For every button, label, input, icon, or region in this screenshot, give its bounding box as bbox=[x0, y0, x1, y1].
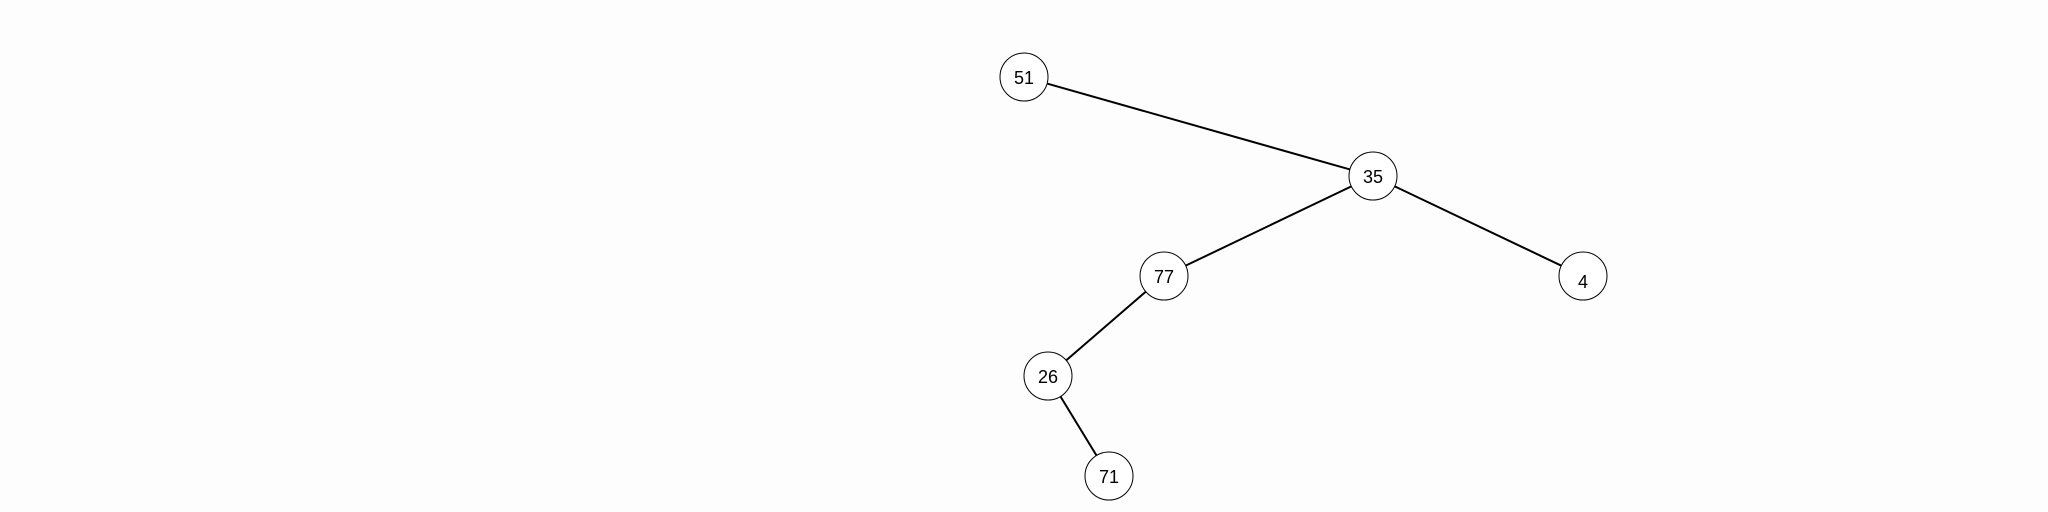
tree-node-77: 77 bbox=[1139, 251, 1189, 301]
edges-layer bbox=[1046, 82, 1562, 457]
tree-edge-51-35 bbox=[1046, 82, 1351, 171]
node-label: 71 bbox=[1099, 467, 1119, 487]
node-label: 4 bbox=[1578, 272, 1588, 292]
tree-edge-77-26 bbox=[1065, 290, 1147, 362]
node-circle bbox=[1084, 451, 1134, 501]
tree-node-26: 26 bbox=[1023, 351, 1073, 401]
node-circle bbox=[1139, 251, 1189, 301]
tree-node-35: 35 bbox=[1348, 151, 1398, 201]
tree-node-51: 51 bbox=[999, 52, 1049, 102]
node-label: 51 bbox=[1014, 68, 1034, 88]
node-circle bbox=[999, 52, 1049, 102]
tree-node-4: 4 bbox=[1558, 251, 1608, 301]
tree-edge-35-4 bbox=[1394, 185, 1562, 267]
node-circle bbox=[1023, 351, 1073, 401]
node-label: 77 bbox=[1154, 267, 1174, 287]
tree-edge-26-71 bbox=[1059, 395, 1098, 457]
tree-edge-35-77 bbox=[1185, 185, 1352, 267]
node-circle bbox=[1558, 251, 1608, 301]
node-circle bbox=[1348, 151, 1398, 201]
node-label: 35 bbox=[1363, 167, 1383, 187]
tree-node-71: 71 bbox=[1084, 451, 1134, 501]
node-label: 26 bbox=[1038, 367, 1058, 387]
